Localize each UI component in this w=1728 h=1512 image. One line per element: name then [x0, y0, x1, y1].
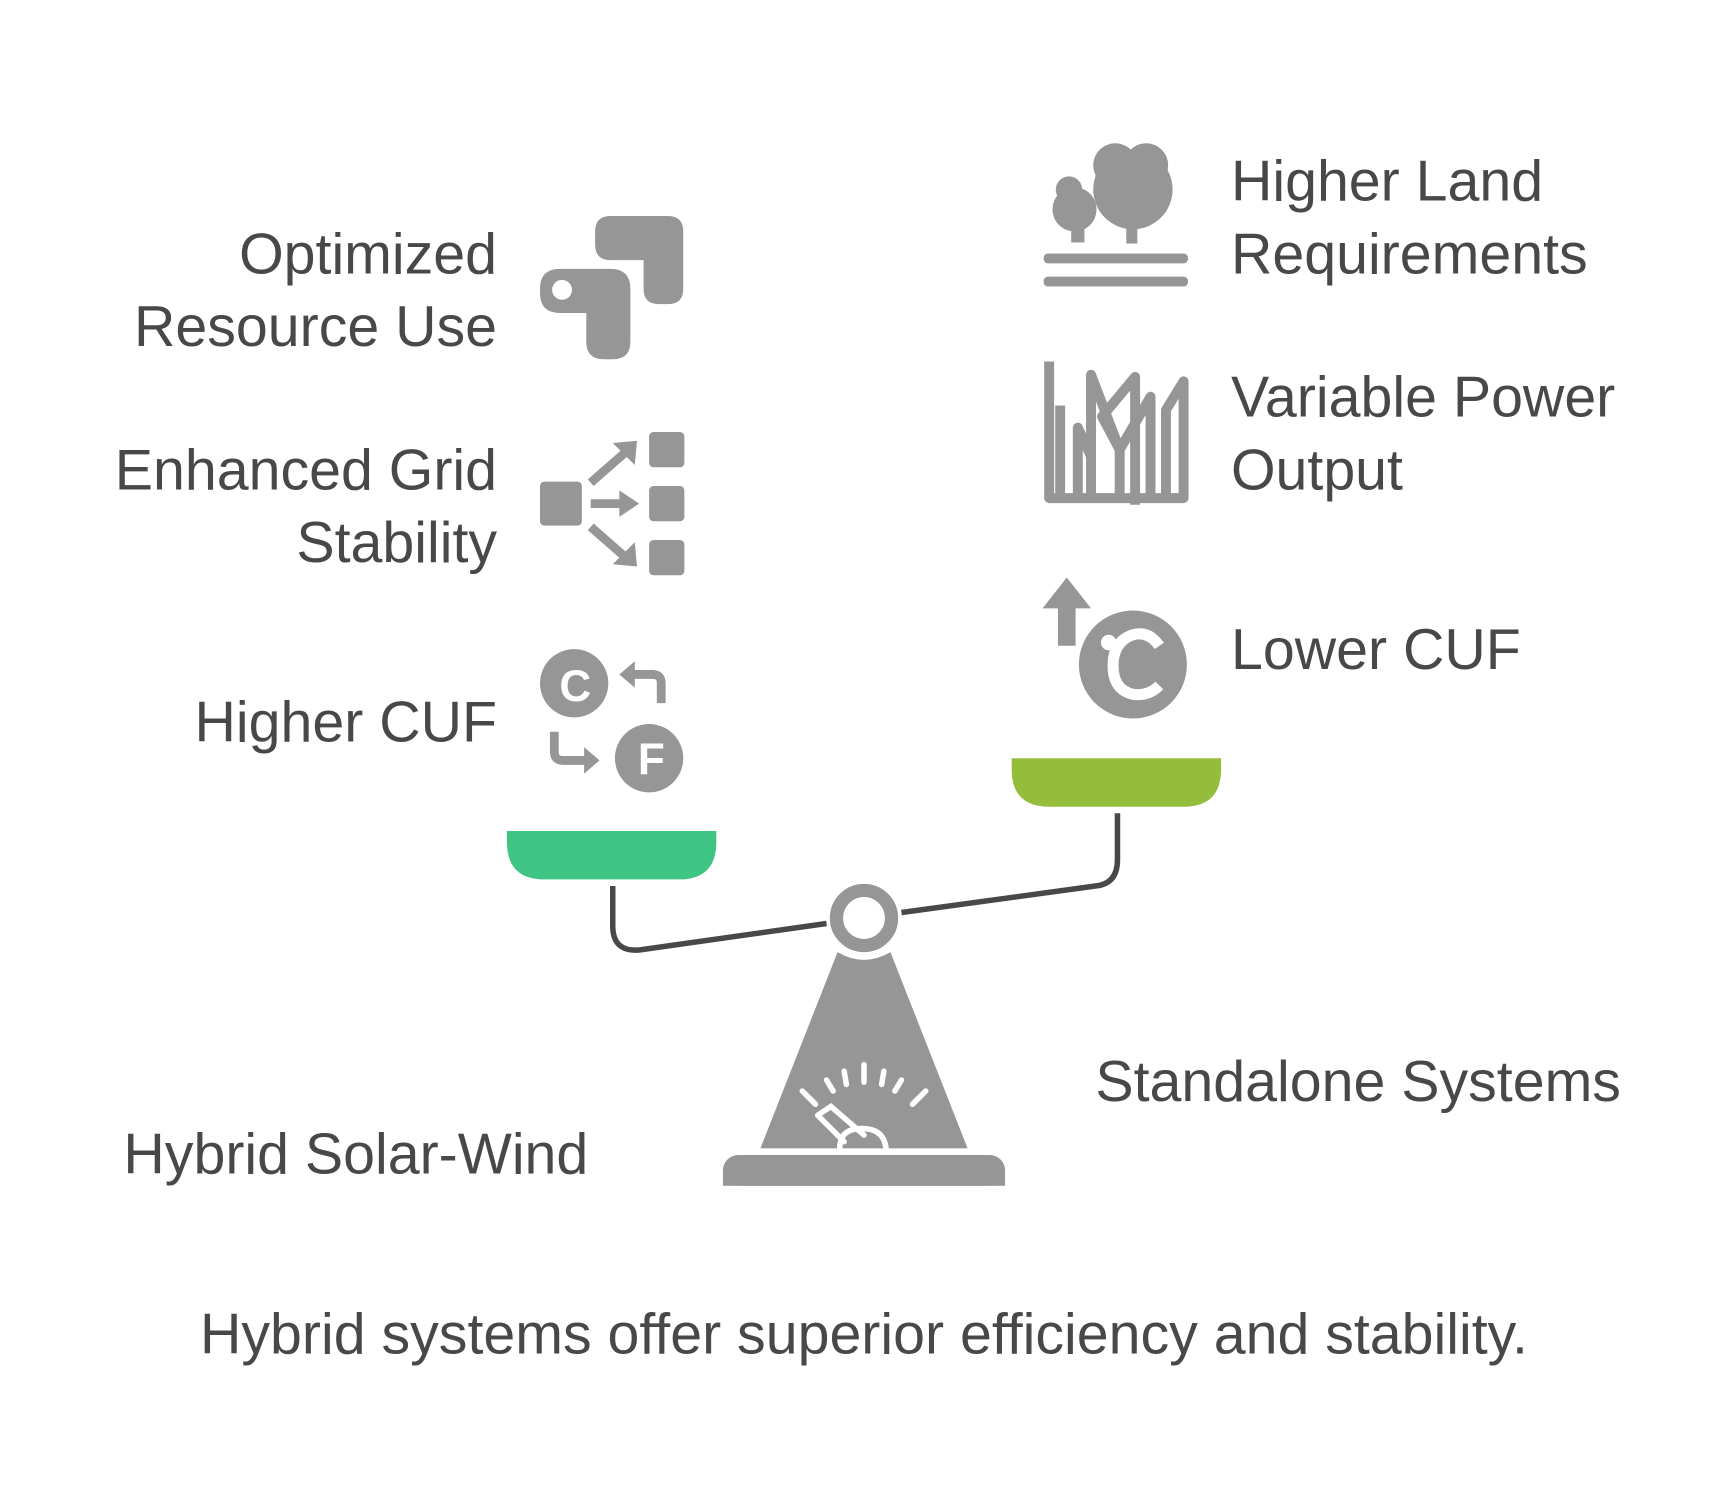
- trees-land-icon: [1043, 143, 1188, 287]
- right-item-2-line2: Output: [1231, 438, 1403, 502]
- gauge-icon: [799, 1061, 929, 1152]
- left-item-3-label: Higher CUF: [195, 691, 497, 755]
- left-item-2-line2: Stability: [296, 511, 497, 575]
- right-item-3-label: Lower CUF: [1231, 618, 1521, 682]
- right-item-1-line2: Requirements: [1231, 222, 1588, 286]
- conclusion-text: Hybrid systems offer superior efficiency…: [200, 1302, 1528, 1366]
- svg-text:C: C: [559, 662, 591, 711]
- distribution-flow-icon: [540, 432, 685, 576]
- right-pan: [1011, 758, 1222, 807]
- right-item-2-line1: Variable Power: [1231, 366, 1615, 430]
- left-pan: [506, 830, 717, 880]
- right-side-title: Standalone Systems: [1095, 1050, 1621, 1114]
- left-item-1-line2: Resource Use: [134, 295, 497, 359]
- celsius-fahrenheit-conversion-icon: C F: [540, 649, 684, 793]
- right-item-1-line1: Higher Land: [1231, 150, 1543, 214]
- puzzle-pieces-icon: [540, 216, 684, 360]
- temperature-up-icon: [1042, 577, 1187, 719]
- fluctuating-chart-icon: [1044, 361, 1189, 505]
- left-item-2-line1: Enhanced Grid: [115, 438, 497, 502]
- scale: [506, 758, 1222, 1186]
- left-item-1-line1: Optimized: [239, 222, 497, 286]
- left-side-title: Hybrid Solar-Wind: [123, 1123, 588, 1187]
- svg-text:F: F: [638, 736, 665, 785]
